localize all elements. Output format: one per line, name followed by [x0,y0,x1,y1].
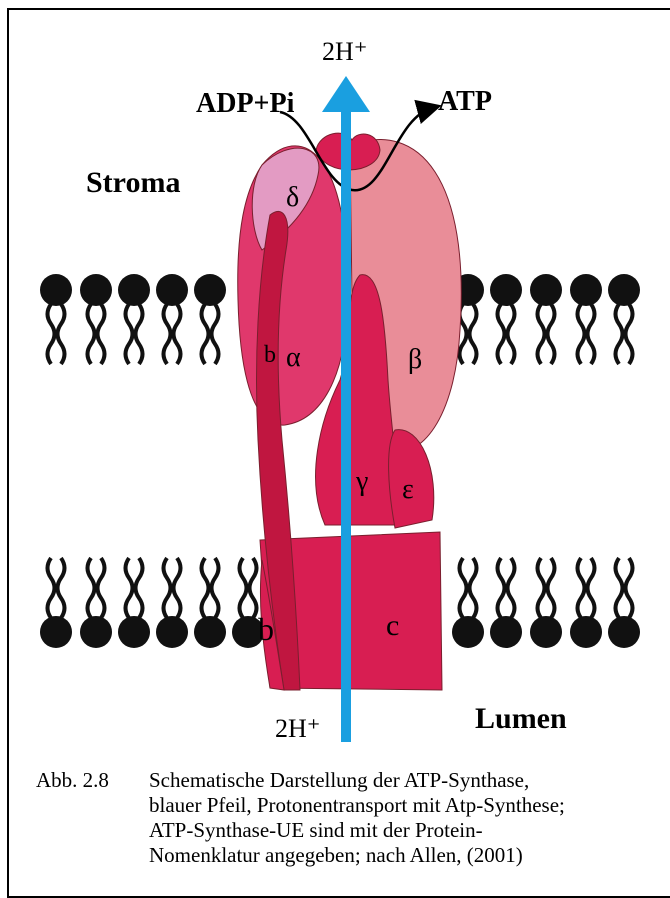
proton-label-bottom: 2H⁺ [275,714,321,743]
b-lower-label: b [258,611,274,647]
caption-number: Abb. 2.8 [36,768,109,793]
atp-label: ATP [438,86,492,117]
delta-label: δ [286,182,299,213]
atp-synthase-diagram: 2H⁺ ADP+Pi ATP Stroma Lumen 2H⁺ δ α β γ … [0,0,670,760]
epsilon-label: ε [402,474,414,505]
adp-label: ADP+Pi [196,88,295,119]
alpha-label: α [286,342,301,373]
proton-label-top: 2H⁺ [322,37,368,66]
proton-arrow-head [322,76,370,112]
stroma-label: Stroma [86,166,180,199]
lumen-label: Lumen [475,702,567,735]
beta-label: β [408,344,422,375]
b-upper-label: b [264,342,276,368]
caption-text: Schematische Darstellung der ATP-Synthas… [149,768,670,868]
c-label: c [386,609,399,642]
gamma-label: γ [355,466,368,497]
